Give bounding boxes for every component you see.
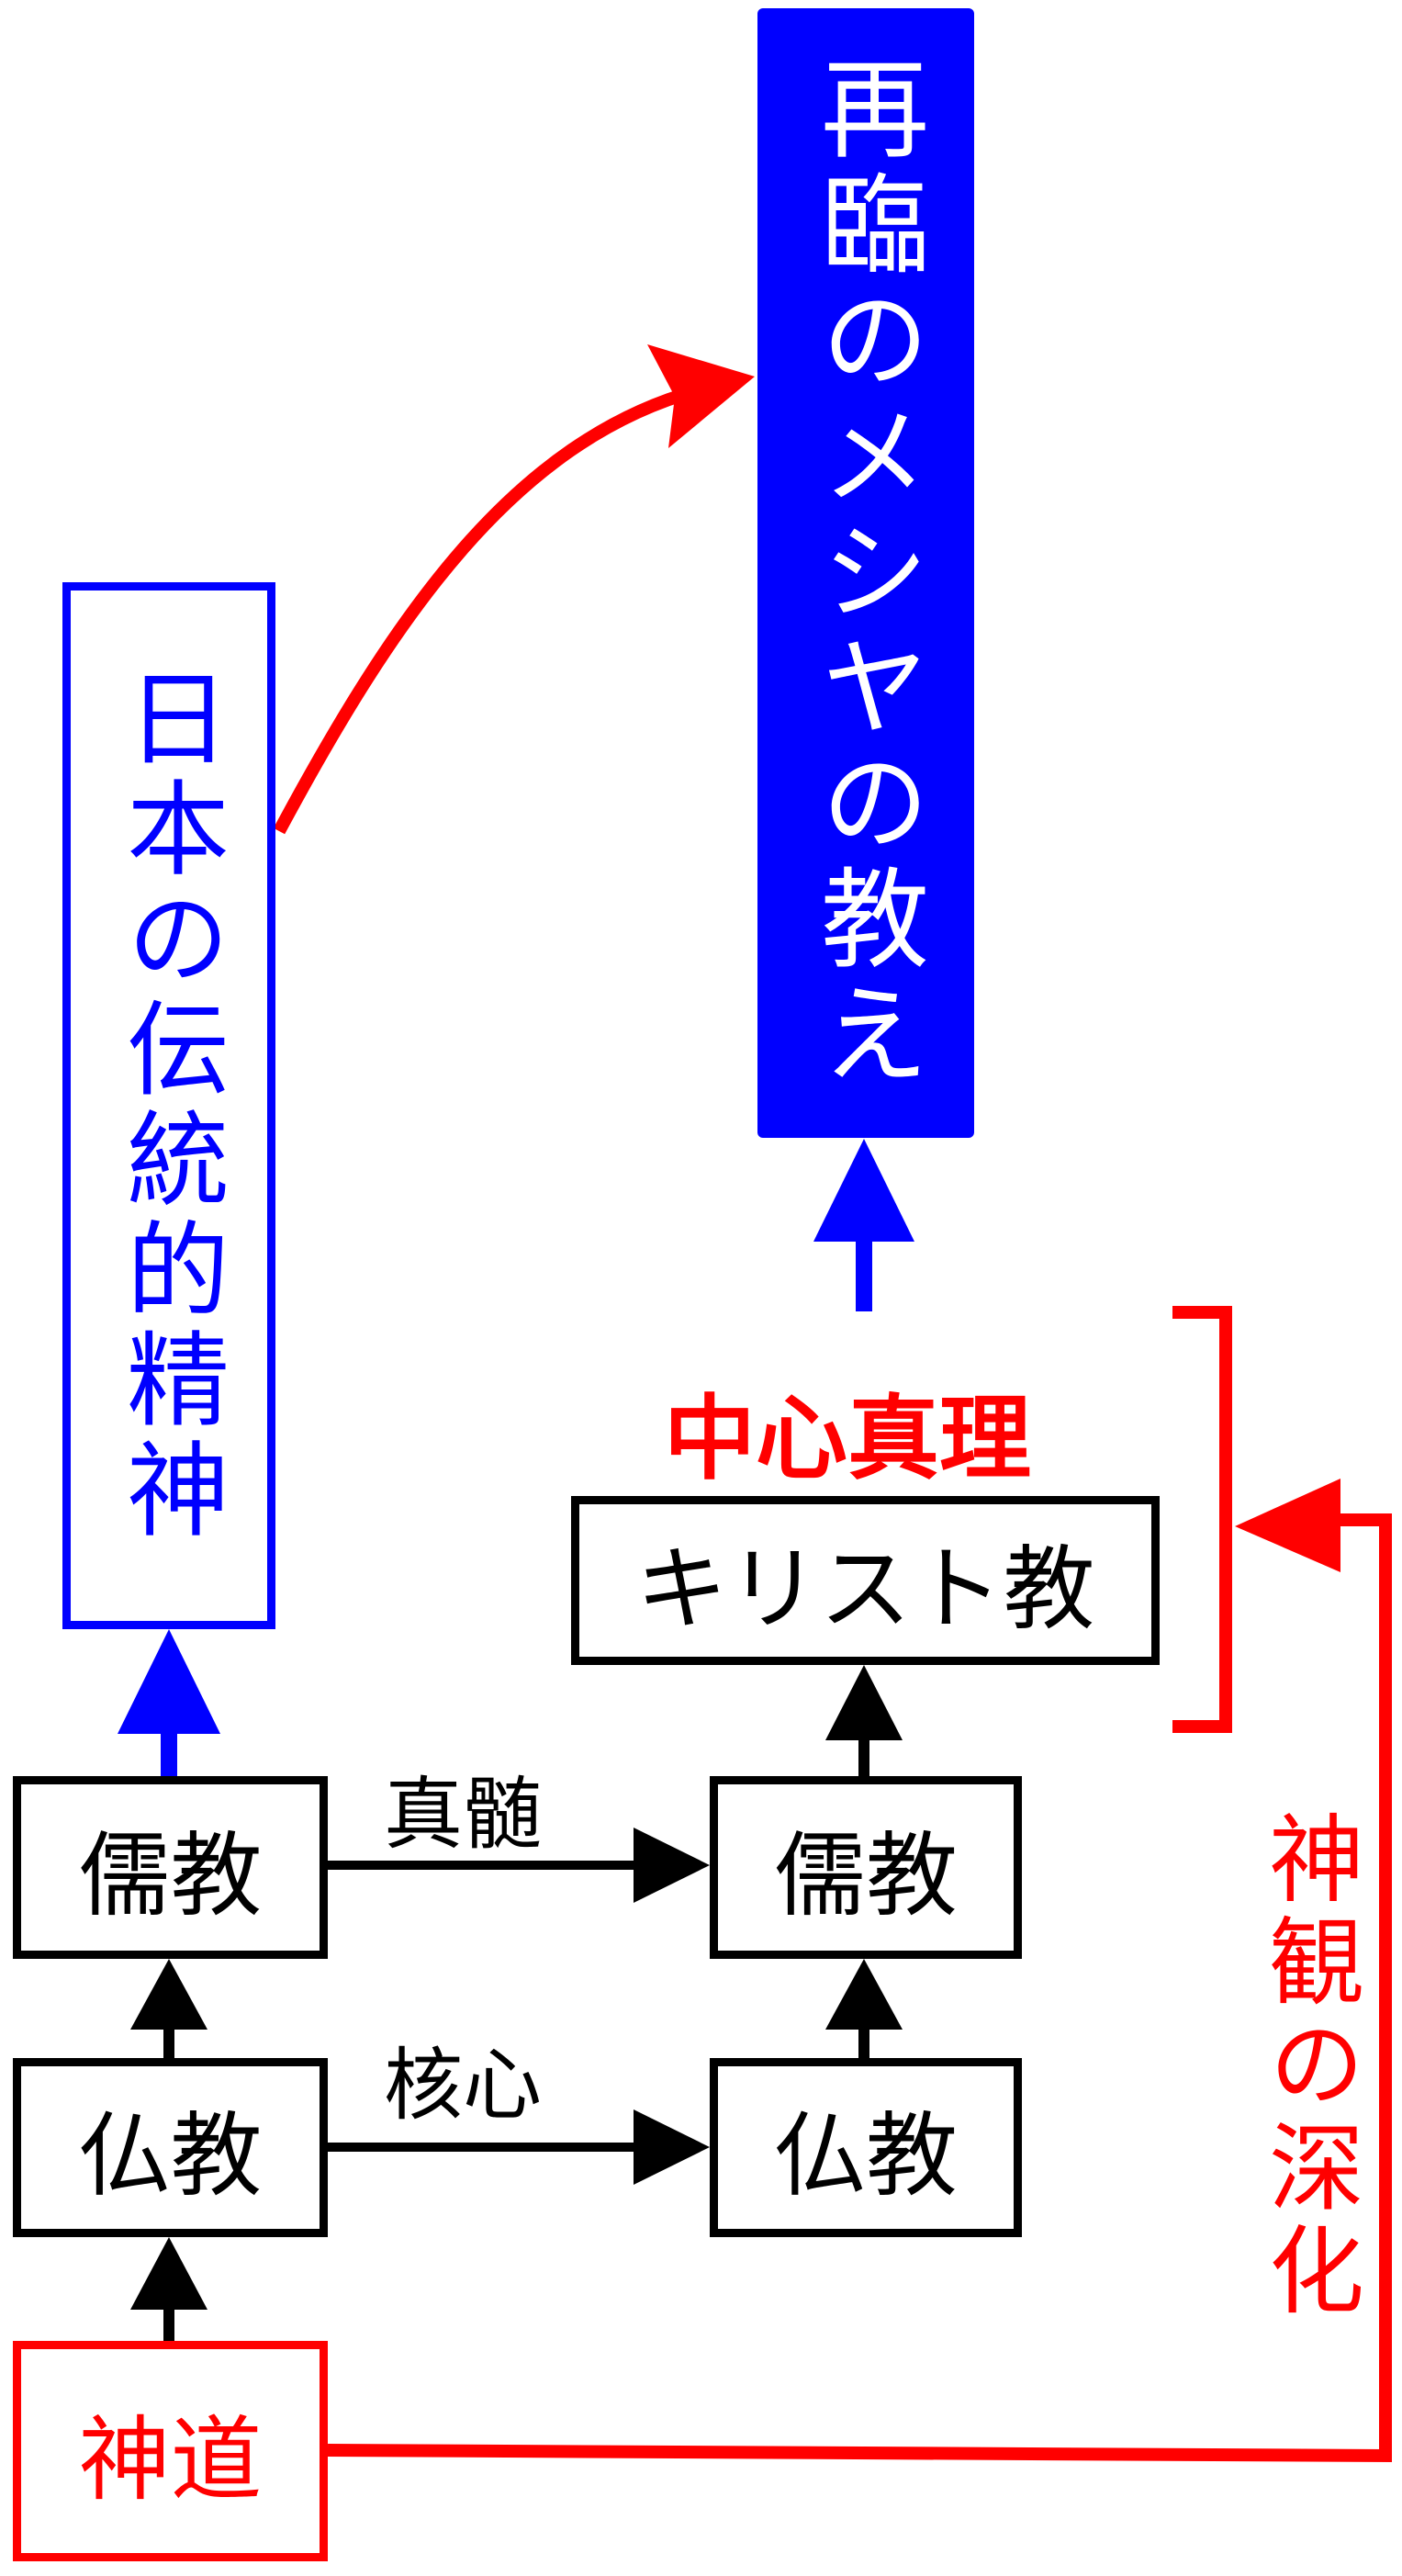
deepening-text: 神観の深化	[1251, 1809, 1364, 2323]
right-buddhism-label: 仏教	[774, 2102, 958, 2210]
arrowhead	[825, 1959, 903, 2030]
red-deepening-arrowhead	[1235, 1479, 1340, 1572]
japanese-traditional-spirit-box: 日本の伝統的精神	[62, 582, 275, 1629]
arrowhead	[825, 1665, 903, 1740]
christianity-box: キリスト教	[571, 1496, 1160, 1665]
arrowhead	[130, 1959, 207, 2030]
deepening-of-god-view-label: 神観の深化	[1249, 1772, 1368, 2360]
red-curved-arrow	[273, 384, 700, 835]
right-confucianism-label: 儒教	[774, 1822, 958, 1929]
blue-arrowhead-top	[813, 1139, 914, 1242]
top-box-label: 再臨のメシヤの教え	[802, 52, 929, 1094]
right-buddhism-box: 仏教	[710, 2058, 1022, 2237]
top-box-second-coming-messiah: 再臨のメシヤの教え	[757, 8, 974, 1138]
red-deepening-line	[327, 1513, 1392, 2463]
left-confucianism-label: 儒教	[78, 1822, 263, 1929]
left-confucianism-box: 儒教	[13, 1776, 328, 1959]
blue-arrowhead-left	[118, 1629, 220, 1734]
arrowhead	[634, 1828, 710, 1903]
arrowhead	[130, 2237, 207, 2310]
right-confucianism-box: 儒教	[710, 1776, 1022, 1959]
core-label: 核心	[384, 2040, 542, 2132]
left-buddhism-label: 仏教	[78, 2102, 263, 2210]
shinto-label: 神道	[78, 2405, 263, 2514]
left-buddhism-box: 仏教	[13, 2058, 328, 2237]
japanese-traditional-spirit-label: 日本の伝統的精神	[109, 665, 229, 1547]
essence-label: 真髄	[384, 1769, 542, 1861]
red-bracket	[1172, 1306, 1232, 1733]
red-curved-arrowhead	[647, 344, 755, 448]
arrowhead	[634, 2109, 710, 2185]
shinto-box: 神道	[13, 2341, 328, 2561]
center-truth-label: 中心真理	[664, 1385, 1031, 1492]
christianity-label: キリスト教	[635, 1535, 1095, 1643]
